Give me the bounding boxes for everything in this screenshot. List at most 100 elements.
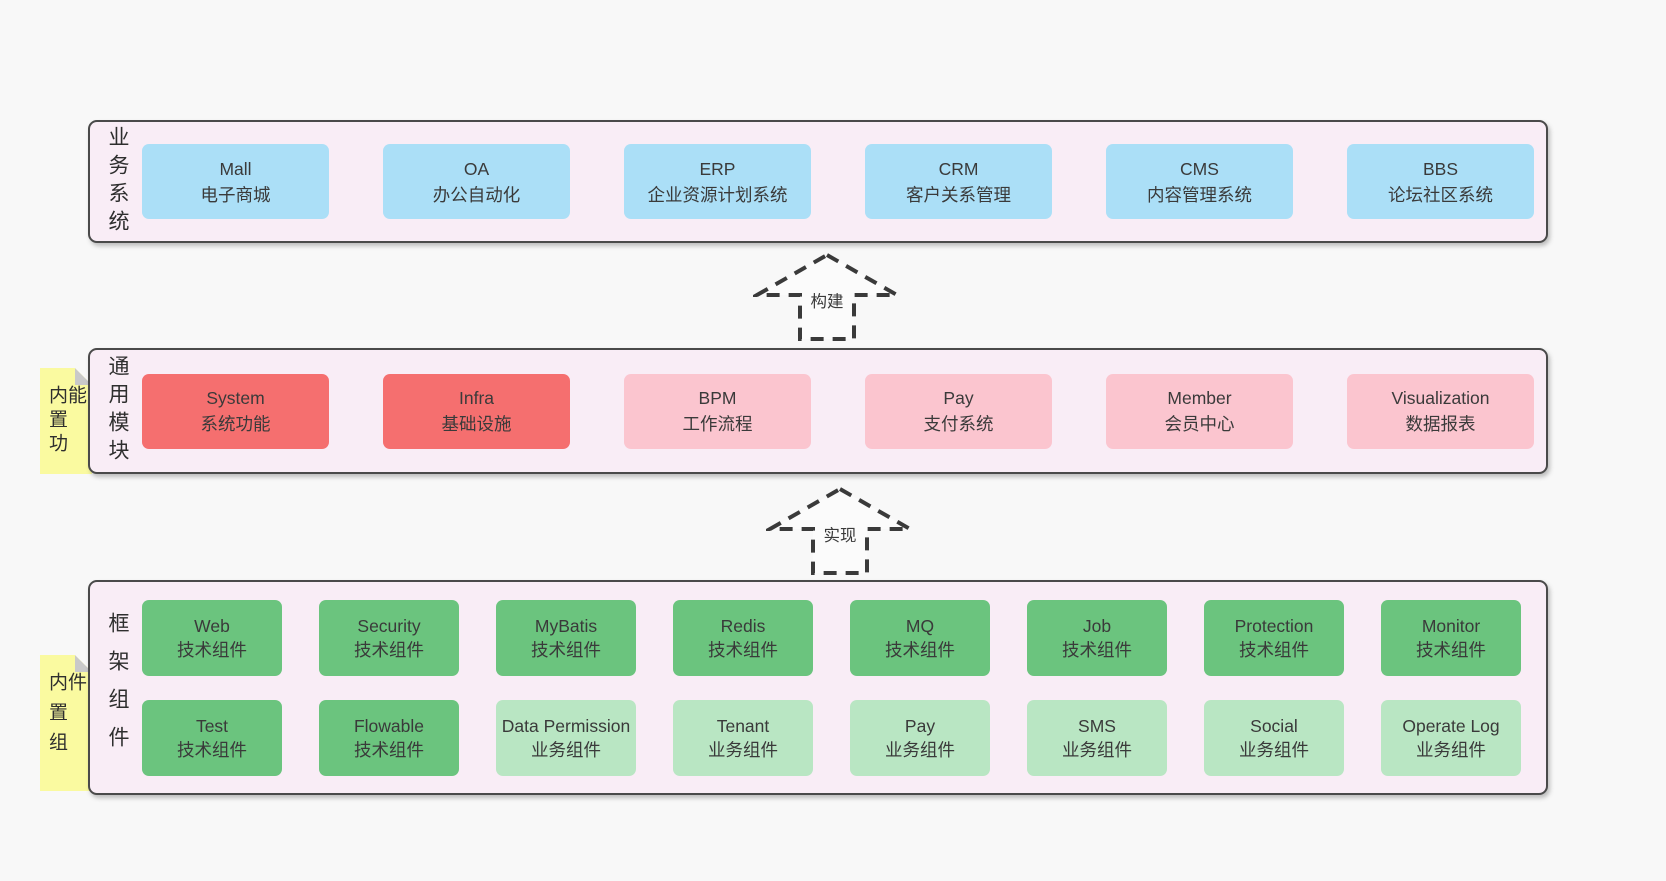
box-rows: Web 技术组件 Security 技术组件 MyBatis 技术组件 Redi… [142,599,1521,776]
box-job: Job 技术组件 [1027,599,1167,676]
box-member: Member 会员中心 [1106,373,1293,449]
section-label: 框架组件 [106,611,129,764]
box-subtitle: 支付系统 [923,414,994,434]
box-sms: SMS 业务组件 [1027,699,1167,776]
box-bbs: BBS 论坛社区系统 [1347,144,1534,219]
box-title: SMS [1078,715,1116,736]
box-protection: Protection 技术组件 [1204,599,1344,676]
box-title: Operate Log [1402,715,1500,736]
box-crm: CRM 客户关系管理 [865,144,1052,219]
box-subtitle: 技术组件 [1062,639,1132,660]
box-mall: Mall 电子商城 [142,144,329,219]
box-title: Tenant [716,715,770,736]
box-mybatis: MyBatis 技术组件 [496,599,636,676]
section-label: 通用模块 [106,355,129,467]
box-title: CMS [1180,158,1219,179]
box-title: Web [194,615,230,636]
box-title: Redis [720,615,766,636]
box-tenant: Tenant 业务组件 [673,699,813,776]
box-subtitle: 技术组件 [885,639,955,660]
box-subtitle: 业务组件 [1239,739,1309,760]
box-web: Web 技术组件 [142,599,282,676]
box-test: Test 技术组件 [142,699,282,776]
box-title: OA [463,158,490,179]
box-security: Security 技术组件 [319,599,459,676]
box-subtitle: 数据报表 [1405,414,1476,434]
box-title: Visualization [1391,388,1490,408]
box-subtitle: 内容管理系统 [1147,184,1252,205]
box-cms: CMS 内容管理系统 [1106,144,1293,219]
box-oa: OA 办公自动化 [383,144,570,219]
box-title: Flowable [353,715,425,736]
box-title: Pay [943,388,974,408]
box-subtitle: 技术组件 [177,739,247,760]
box-mq: MQ 技术组件 [850,599,990,676]
box-title: Mall [219,158,252,179]
arrow-implement: 实现 [766,486,914,576]
box-pay-business: Pay 业务组件 [850,699,990,776]
box-row: Web 技术组件 Security 技术组件 MyBatis 技术组件 Redi… [142,599,1521,676]
box-pay: Pay 支付系统 [865,373,1052,449]
box-subtitle: 业务组件 [1062,739,1132,760]
box-data-permission: Data Permission 业务组件 [496,699,636,776]
section-business-systems: 业务系统 Mall 电子商城 OA 办公自动化 ERP 企业资源计划系统 CRM… [88,120,1548,243]
box-title: Data Permission [501,715,631,736]
box-row: Test 技术组件 Flowable 技术组件 Data Permission … [142,699,1521,776]
box-subtitle: 电子商城 [200,184,271,205]
box-subtitle: 工作流程 [682,414,753,434]
box-row: Mall 电子商城 OA 办公自动化 ERP 企业资源计划系统 CRM 客户关系… [142,144,1534,219]
box-subtitle: 业务组件 [531,739,601,760]
box-bpm: BPM 工作流程 [624,373,811,449]
sticky-note-built-in-functions: 内置功能 [40,368,92,474]
box-flowable: Flowable 技术组件 [319,699,459,776]
box-title: Social [1250,715,1298,736]
box-title: MQ [905,615,935,636]
arrow-build: 构建 [753,252,901,342]
box-title: Pay [904,715,936,736]
arrow-label: 构建 [807,288,847,312]
box-visualization: Visualization 数据报表 [1347,373,1534,449]
box-title: Job [1082,615,1112,636]
box-title: MyBatis [534,615,598,636]
box-subtitle: 技术组件 [708,639,778,660]
box-title: BBS [1422,158,1459,179]
box-subtitle: 办公自动化 [432,184,521,205]
box-title: Monitor [1421,615,1481,636]
box-erp: ERP 企业资源计划系统 [624,144,811,219]
box-subtitle: 基础设施 [441,414,512,434]
box-infra: Infra 基础设施 [383,373,570,449]
box-subtitle: 业务组件 [708,739,778,760]
box-subtitle: 企业资源计划系统 [647,184,788,205]
section-label: 业务系统 [106,125,129,238]
box-title: Infra [458,388,495,408]
box-title: CRM [938,158,979,179]
section-common-modules: 通用模块 System 系统功能 Infra 基础设施 BPM 工作流程 Pay… [88,348,1548,474]
box-subtitle: 客户关系管理 [906,184,1011,205]
box-subtitle: 技术组件 [177,639,247,660]
section-framework-components: 框架组件 Web 技术组件 Security 技术组件 MyBatis 技术组件… [88,580,1548,795]
box-system: System 系统功能 [142,373,329,449]
box-title: BPM [698,388,737,408]
box-title: System [206,388,265,408]
arrow-label: 实现 [820,522,860,546]
box-subtitle: 会员中心 [1164,414,1235,434]
box-operate-log: Operate Log 业务组件 [1381,699,1521,776]
box-subtitle: 论坛社区系统 [1388,184,1493,205]
box-title: Protection [1234,615,1314,636]
box-subtitle: 技术组件 [354,639,424,660]
sticky-note-text: 内置组件 [46,672,86,762]
box-subtitle: 系统功能 [200,414,271,434]
box-title: Security [357,615,421,636]
box-subtitle: 技术组件 [354,739,424,760]
box-title: Test [195,715,229,736]
box-subtitle: 技术组件 [531,639,601,660]
box-subtitle: 技术组件 [1239,639,1309,660]
box-row: System 系统功能 Infra 基础设施 BPM 工作流程 Pay 支付系统… [142,373,1534,449]
box-social: Social 业务组件 [1204,699,1344,776]
box-subtitle: 业务组件 [885,739,955,760]
box-subtitle: 业务组件 [1416,739,1486,760]
sticky-note-built-in-components: 内置组件 [40,655,92,791]
box-monitor: Monitor 技术组件 [1381,599,1521,676]
box-title: Member [1167,388,1232,408]
